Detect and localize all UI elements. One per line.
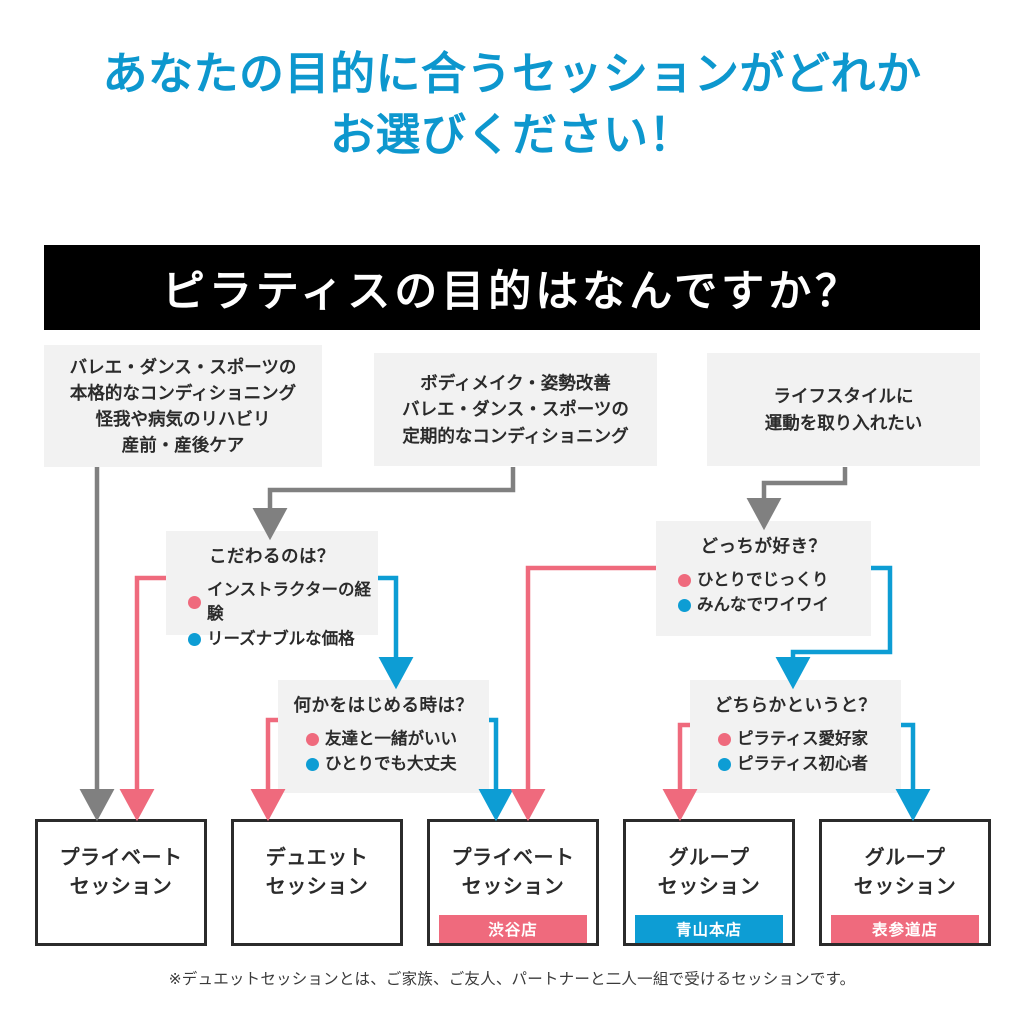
- decision-option[interactable]: リーズナブルな価格: [188, 628, 378, 652]
- decision-priority[interactable]: こだわるのは？ インストラクターの経験 リーズナブルな価格: [166, 531, 378, 648]
- decision-option-label: インストラクターの経験: [207, 581, 372, 623]
- wire-starting-blue-to-private-shibuya: [478, 717, 514, 822]
- result-line-2: セッション: [657, 876, 761, 898]
- blue-bullet-icon: [188, 633, 201, 647]
- decision-option-label: ピラティス愛好家: [737, 730, 869, 748]
- decision-option[interactable]: ピラティス愛好家: [718, 728, 901, 752]
- result-line-1: プライベート: [451, 847, 575, 869]
- wire-bodymake-to-priority: [252, 467, 516, 541]
- blue-bullet-icon: [718, 758, 731, 772]
- status-badge: 渋谷店: [439, 915, 587, 943]
- goal-line: バレエ・ダンス・スポーツの: [402, 399, 629, 420]
- pink-bullet-icon: [306, 733, 319, 747]
- pink-bullet-icon: [188, 596, 201, 610]
- decision-option-label: ピラティス初心者: [737, 754, 869, 773]
- main-question-bar: ピラティスの目的はなんですか？: [44, 245, 980, 330]
- result-name: プライベート セッション: [60, 844, 183, 902]
- wire-experience-blue-to-group-omotesando: [895, 722, 931, 822]
- result-name: グループ セッション: [658, 844, 761, 902]
- result-line-2: セッション: [265, 876, 369, 898]
- goal-line: 運動を取り入れたい: [764, 412, 923, 433]
- result-line-1: グループ: [864, 847, 946, 869]
- page-title-line-2: お選びください！: [329, 108, 694, 160]
- goal-line: 定期的なコンディショニング: [402, 425, 629, 446]
- blue-bullet-icon: [678, 599, 691, 613]
- wire-starting-pink-to-duet: [250, 717, 286, 822]
- decision-option-label: ひとりでも大丈夫: [325, 754, 457, 773]
- wire-preference-pink-to-private-shibuya: [510, 565, 656, 822]
- decision-option-label: 友達と一緒がいい: [325, 730, 457, 748]
- decision-option[interactable]: みんなでワイワイ: [678, 594, 871, 618]
- decision-preference[interactable]: どっちが好き？ ひとりでじっくり みんなでワイワイ: [656, 521, 871, 636]
- page-title: あなたの目的に合うセッションがどれか お選びください！: [0, 44, 1024, 166]
- decision-question: 何かをはじめる時は？: [293, 695, 474, 715]
- decision-option[interactable]: インストラクターの経験: [188, 579, 378, 627]
- decision-question: どちらかというと？: [714, 695, 877, 715]
- goal-line: 怪我や病気のリハビリ: [95, 409, 271, 429]
- main-question-text: ピラティスの目的はなんですか？: [161, 267, 863, 316]
- result-line-2: セッション: [853, 876, 957, 898]
- decision-experience[interactable]: どちらかというと？ ピラティス愛好家 ピラティス初心者: [690, 680, 901, 793]
- decision-option-label: リーズナブルな価格: [207, 629, 355, 648]
- decision-starting[interactable]: 何かをはじめる時は？ 友達と一緒がいい ひとりでも大丈夫: [278, 680, 489, 793]
- goal-line: ライフスタイルに: [773, 386, 914, 407]
- decision-option-label: ひとりでじっくり: [697, 571, 829, 589]
- wire-experience-pink-to-group-aoyama: [662, 722, 698, 822]
- goal-line: 本格的なコンディショニング: [69, 382, 297, 403]
- page-title-line-1: あなたの目的に合うセッションがどれか: [102, 48, 922, 99]
- decision-option[interactable]: ピラティス初心者: [718, 753, 901, 777]
- blue-bullet-icon: [306, 758, 319, 772]
- goal-line: 産前・産後ケア: [121, 435, 245, 456]
- result-line-1: プライベート: [59, 847, 183, 869]
- result-group-aoyama[interactable]: グループ セッション 青山本店: [623, 819, 795, 946]
- decision-option[interactable]: ひとりでじっくり: [678, 569, 871, 593]
- goal-option-performance[interactable]: バレエ・ダンス・スポーツの 本格的なコンディショニング 怪我や病気のリハビリ 産…: [44, 345, 322, 467]
- wire-priority-blue-to-starting: [378, 575, 414, 690]
- status-badge: 青山本店: [635, 915, 783, 943]
- goal-option-bodymake[interactable]: ボディメイク・姿勢改善 バレエ・ダンス・スポーツの 定期的なコンディショニング: [374, 353, 657, 466]
- result-private-shibuya[interactable]: プライベート セッション 渋谷店: [427, 819, 599, 946]
- goal-option-lifestyle[interactable]: ライフスタイルに 運動を取り入れたい: [707, 353, 980, 466]
- footnote: ※デュエットセッションとは、ご家族、ご友人、パートナーと二人一組で受けるセッショ…: [168, 971, 856, 988]
- result-line-2: セッション: [69, 876, 173, 898]
- result-line-1: グループ: [668, 847, 750, 869]
- decision-option-label: みんなでワイワイ: [697, 595, 829, 614]
- decision-question: こだわるのは？: [209, 546, 335, 566]
- wire-lifestyle-to-preference: [746, 467, 848, 531]
- pink-bullet-icon: [718, 733, 731, 747]
- result-line-1: デュエット: [265, 847, 369, 869]
- pink-bullet-icon: [678, 574, 691, 588]
- wire-priority-pink-to-private1: [119, 575, 166, 822]
- result-duet[interactable]: デュエット セッション: [231, 819, 403, 946]
- decision-option[interactable]: ひとりでも大丈夫: [306, 753, 489, 777]
- result-name: グループ セッション: [854, 844, 957, 902]
- result-name: デュエット セッション: [266, 844, 369, 902]
- result-line-2: セッション: [461, 876, 565, 898]
- result-private-1[interactable]: プライベート セッション: [35, 819, 207, 946]
- result-name: プライベート セッション: [452, 844, 575, 902]
- goal-line: バレエ・ダンス・スポーツの: [69, 356, 297, 377]
- decision-question: どっちが好き？: [700, 536, 827, 556]
- decision-option[interactable]: 友達と一緒がいい: [306, 728, 489, 752]
- goal-line: ボディメイク・姿勢改善: [420, 373, 611, 394]
- result-group-omotesando[interactable]: グループ セッション 表参道店: [819, 819, 991, 946]
- status-badge: 表参道店: [831, 915, 979, 943]
